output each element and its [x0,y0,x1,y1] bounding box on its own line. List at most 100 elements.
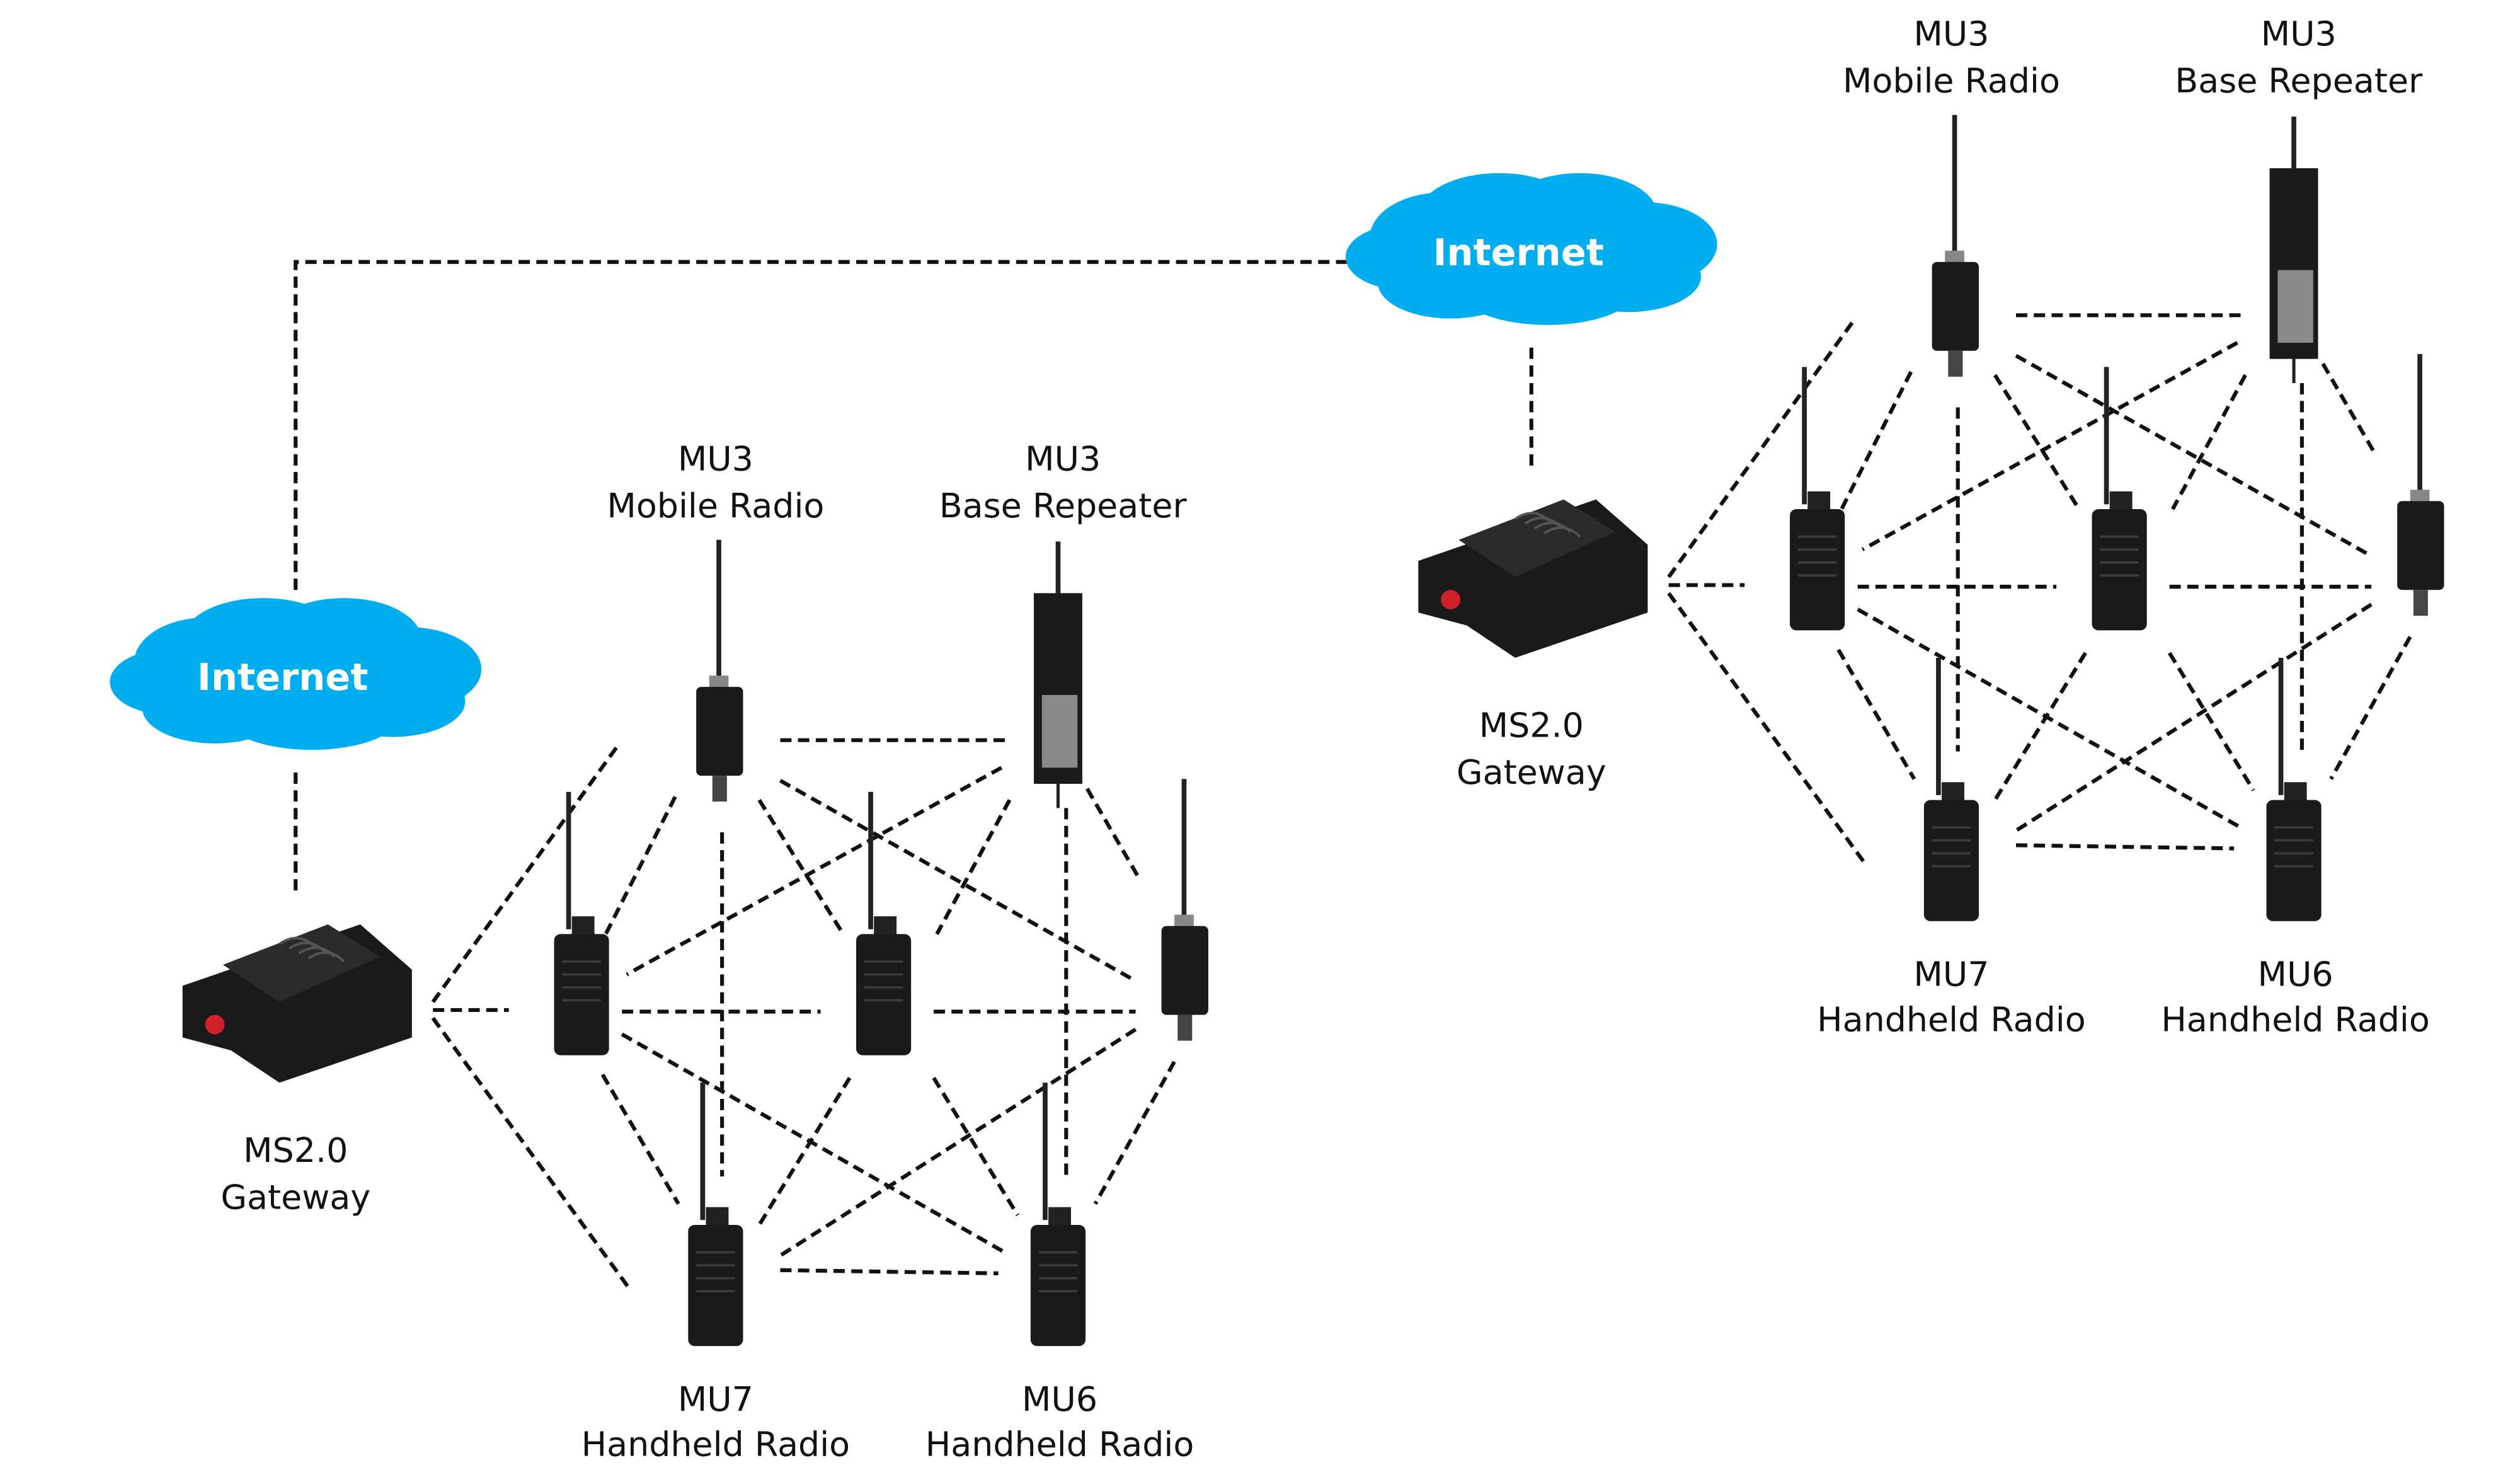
base-repeater-type-label: Base Repeater [939,486,1188,526]
handheld-radio-icon [856,791,912,1055]
mobile-radio-icon [696,539,743,802]
mesh-link [935,799,1012,935]
gateway-model-label: MS2.0 [243,1130,348,1170]
mesh-link [2015,602,2373,832]
mesh-link [757,798,845,936]
mobile-radio-model-label: MU3 [1913,14,1989,54]
handheld-radio-icon [1790,367,1845,631]
handheld-mu7-model-label: MU7 [1913,954,1989,994]
base-repeater-model-label: MU3 [1025,439,1101,479]
radio-body [1161,926,1208,1015]
handheld-radio-icon [2092,367,2147,631]
cloud-lobe [319,665,466,737]
mesh-link [600,1073,680,1205]
radio-body [1790,509,1845,631]
handheld-mu7-model-label: MU7 [678,1379,753,1419]
mesh-link [1093,1060,1176,1205]
mesh-link [1667,592,1868,866]
base-repeater-type-label: Base Repeater [2175,61,2423,101]
mesh-link [1085,788,1142,882]
handheld-radio-icon [688,1083,743,1347]
mesh-link [779,1028,1137,1258]
mesh-link [621,1032,1006,1255]
knobs [2109,491,2133,511]
antenna-connector [2410,490,2430,503]
knobs [1942,782,1964,802]
handheld-radio-icon [554,791,609,1055]
gateway-vent [1544,526,1581,538]
radio-body [696,687,743,776]
internet-interconnect-link [294,260,1349,590]
radio-body [856,934,912,1055]
cable-connector [712,776,727,802]
gateway-top-plate [222,924,380,1002]
gateway-type-label: Gateway [1457,752,1606,792]
mesh-link [2167,652,2255,791]
radio-body [1923,800,1979,921]
mesh-link [2015,843,2235,851]
mesh-link [1993,374,2081,510]
mesh-link [626,766,1003,977]
mesh-link [1993,652,2087,801]
radio-body [2266,800,2322,921]
handheld-radio-icon [2266,657,2322,921]
mobile-radio-type-label: Mobile Radio [607,486,824,526]
cable-connector [1177,1014,1193,1041]
mesh-link [1861,341,2238,551]
gateway-vent [307,951,345,963]
cable-connector [1948,350,1963,377]
internet-label: Internet [197,655,368,699]
handheld-radio-icon [1030,1083,1086,1347]
mesh-link [932,1077,1020,1217]
radio-body [2092,509,2147,631]
handheld-mu6-type-label: Handheld Radio [925,1425,1194,1464]
base-repeater-icon [1034,541,1082,808]
knobs [706,1207,729,1227]
mesh-link [780,1268,999,1275]
knobs [1048,1207,1071,1227]
mesh-link [779,779,1137,983]
radio-body [1932,261,1979,351]
base-repeater-model-label: MU3 [2261,14,2337,54]
mesh-link [2321,362,2378,457]
cable-connector [2413,590,2428,616]
gateway-box-icon [182,924,412,1083]
handheld-mu6-model-label: MU6 [1022,1379,1097,1419]
mesh-link [1840,370,1913,510]
handheld-radio-icon [1923,657,1979,921]
gateway-top-plate [1458,499,1616,577]
radio-body [1030,1224,1086,1347]
cloud-icon [1345,173,1717,325]
gateway-power-button [1441,590,1460,610]
mesh-link [604,796,677,935]
mesh-link [1857,607,2242,829]
cloud-icon [110,598,482,750]
gateway-power-button [205,1014,225,1035]
gateway-box-icon [1418,499,1648,658]
mesh-link [2171,374,2247,510]
mobile-radio-icon [2397,353,2444,616]
antenna-connector [709,675,729,689]
handheld-mu6-model-label: MU6 [2258,954,2334,994]
repeater-duplexer [2277,270,2313,343]
mesh-link [2329,636,2412,780]
mobile-radio-icon [1932,115,1979,377]
antenna-connector [1174,914,1194,928]
internet-label: Internet [1433,231,1604,274]
knobs [874,916,897,936]
radio-body [2397,501,2444,590]
radio-body [688,1224,743,1347]
mesh-link [431,1016,632,1291]
mobile-radio-icon [1161,779,1208,1041]
mesh-link [2015,353,2373,558]
mesh-link [1836,648,1916,780]
gateway-type-label: Gateway [220,1177,370,1217]
mobile-radio-model-label: MU3 [678,439,753,479]
radio-body [554,934,609,1055]
antenna-connector [1945,250,1964,264]
repeater-duplexer [1041,694,1078,768]
mesh-link [757,1077,852,1226]
